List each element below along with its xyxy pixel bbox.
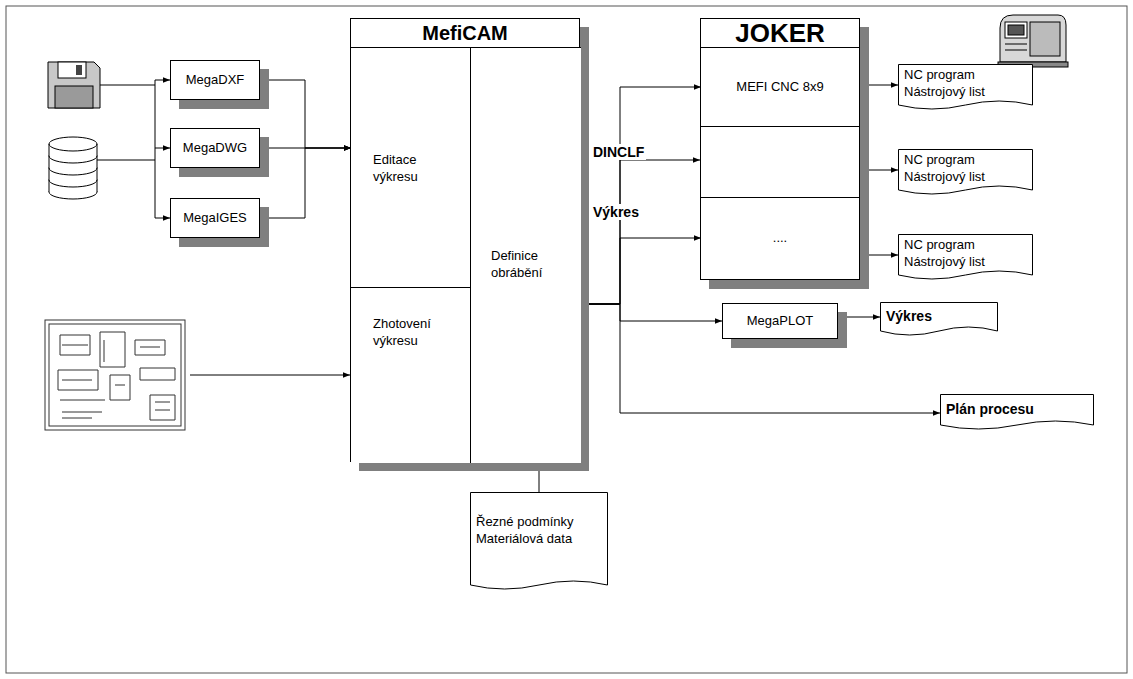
node-text: Nástrojový list xyxy=(904,84,1033,101)
node-text: NC program xyxy=(904,67,1033,84)
postprocessor-row: MEFI CNC 8x9 xyxy=(701,47,859,127)
module-cell: Zhotovení výkresu xyxy=(351,287,471,463)
import-box: MegaDWG xyxy=(170,128,260,168)
output-document: NC programNástrojový list xyxy=(898,64,1033,112)
import-box: MegaIGES xyxy=(170,198,260,238)
node-text: MEFI CNC 8x9 xyxy=(736,79,823,96)
input-document: Řezné podmínkyMateriálová data xyxy=(470,492,608,592)
node-text: Řezné podmínky xyxy=(476,514,608,531)
node-text: Nástrojový list xyxy=(904,254,1033,271)
drawing-thumbnail xyxy=(45,320,185,430)
box-heading: JOKER xyxy=(701,19,859,47)
flow-label: DINCLF xyxy=(591,144,646,160)
output-document: Výkres xyxy=(880,302,998,338)
flow-arrow xyxy=(859,255,898,256)
flow-arrow xyxy=(581,160,700,304)
node-text: Zhotovení výkresu xyxy=(373,316,463,350)
box-heading: MefiCAM xyxy=(351,19,579,47)
node-text: Materiálová data xyxy=(476,531,608,548)
flow-arrow xyxy=(260,148,351,218)
output-document: NC programNástrojový list xyxy=(898,234,1033,282)
frame xyxy=(6,6,1127,673)
cnc-machine-icon xyxy=(998,15,1068,67)
flow-arrow xyxy=(539,463,540,492)
flow-arrow xyxy=(581,304,722,321)
node-text: MegaDWG xyxy=(183,140,247,157)
node-text: Výkres xyxy=(886,307,998,325)
node-text: MegaPLOT xyxy=(747,313,813,330)
postprocessor-row: .... xyxy=(701,197,859,279)
node-text: MegaDXF xyxy=(186,72,245,89)
flow-arrow xyxy=(581,87,701,304)
node-text: Nástrojový list xyxy=(904,169,1033,186)
node-text: NC program xyxy=(904,152,1033,169)
node-text: Plán procesu xyxy=(946,400,1094,418)
output-document: NC programNástrojový list xyxy=(898,149,1033,197)
floppy-icon xyxy=(48,62,100,108)
node-text: NC program xyxy=(904,237,1033,254)
flow-arrow xyxy=(260,80,351,148)
flow-label: Výkres xyxy=(591,204,641,220)
node-text: .... xyxy=(773,230,787,247)
flow-arrow xyxy=(859,85,898,86)
output-document: Plán procesu xyxy=(940,394,1094,432)
postprocessor-box: JOKER MEFI CNC 8x9.... xyxy=(700,18,860,280)
flow-arrow xyxy=(860,170,898,171)
node-text: Editace výkresu xyxy=(373,152,455,186)
flow-arrow xyxy=(581,238,701,304)
plot-box: MegaPLOT xyxy=(722,303,838,339)
node-text: MegaIGES xyxy=(183,210,247,227)
module-cell: Editace výkresu xyxy=(351,47,471,287)
database-icon xyxy=(49,137,97,199)
module-cell: Definice obrábění xyxy=(471,47,581,463)
system-box: MefiCAM Editace výkresuZhotovení výkresu D… xyxy=(350,18,580,462)
source-wires xyxy=(97,80,350,375)
flow-arrow xyxy=(838,317,880,318)
node-text: Definice obrábění xyxy=(491,248,571,282)
import-box: MegaDXF xyxy=(170,60,260,100)
